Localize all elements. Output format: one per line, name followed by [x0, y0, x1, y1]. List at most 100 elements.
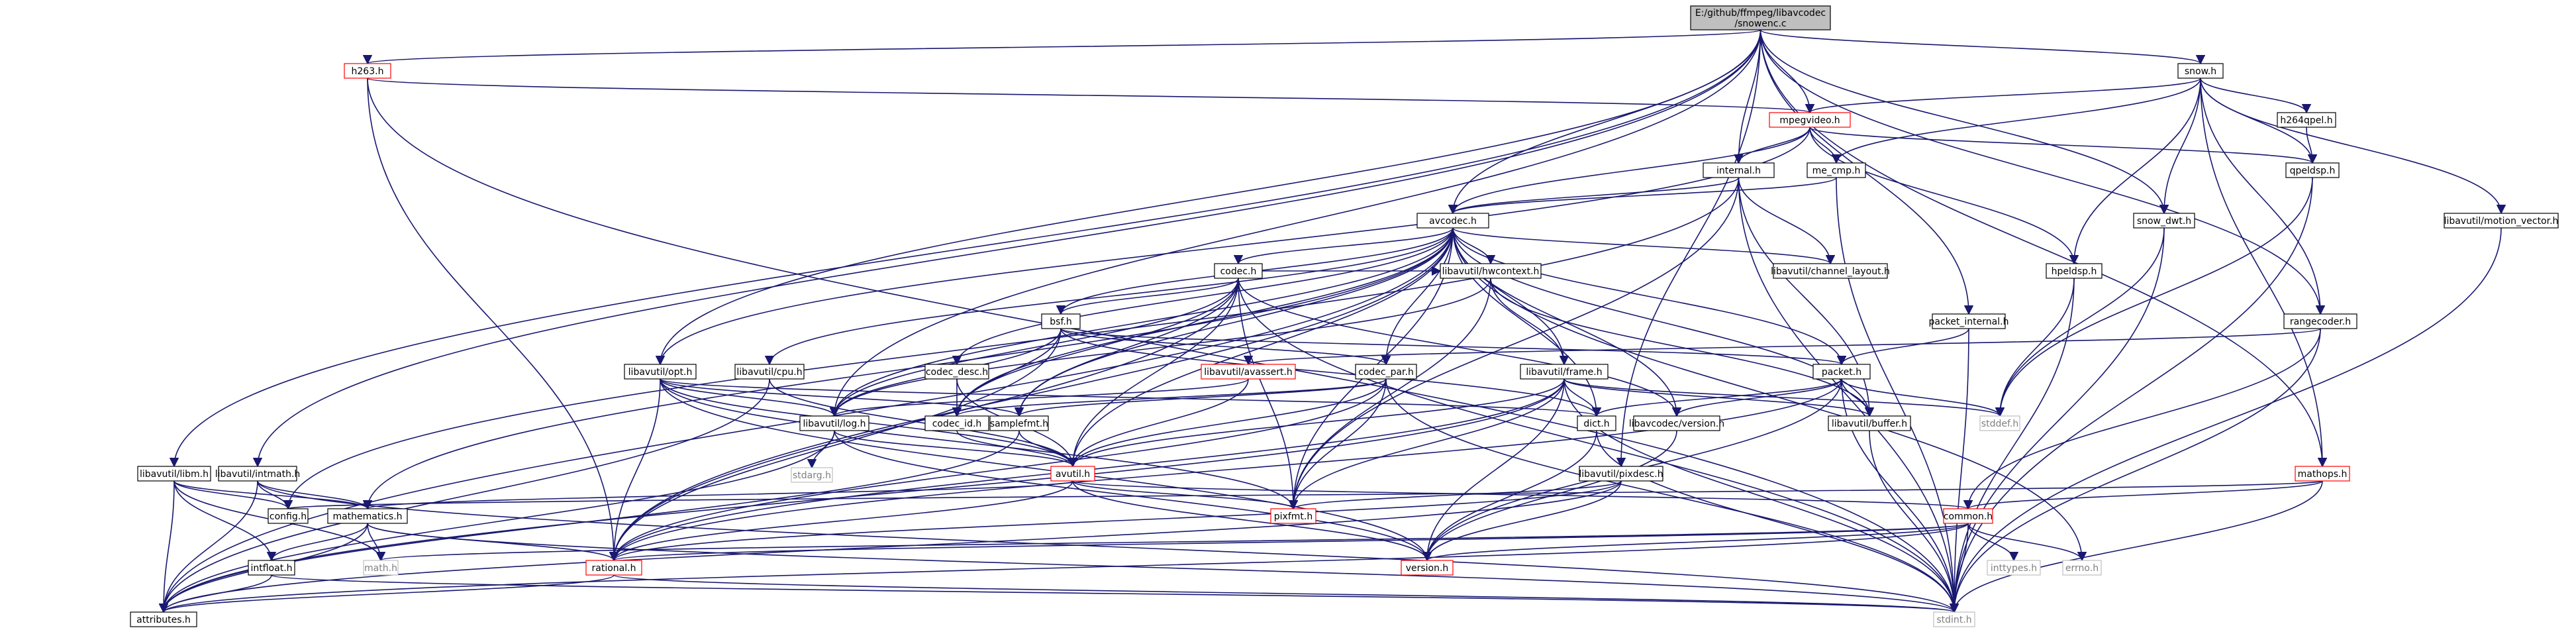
graph-node[interactable]: libavutil/libm.h	[137, 466, 211, 482]
include-edge-n5-n39	[362, 227, 1454, 510]
graph-node-label: libavutil/frame.h	[1526, 367, 1602, 378]
include-edge-n5-n13	[1233, 227, 1454, 265]
graph-node[interactable]: snow.h	[2177, 63, 2224, 79]
include-edge-n13-n49	[1238, 278, 1959, 613]
graph-node[interactable]: libavutil/hwcontext.h	[1440, 263, 1542, 279]
include-edge-n21-n35	[1067, 378, 1249, 468]
include-edge-n27-n35	[1018, 430, 1078, 468]
graph-node[interactable]: version.h	[1401, 560, 1454, 576]
include-edge-n7-n8	[2306, 127, 2318, 164]
graph-node-box	[344, 63, 391, 79]
graph-node[interactable]: intfloat.h	[248, 560, 295, 576]
graph-node[interactable]: h263.h	[344, 63, 391, 79]
include-edge-n6-n5	[1448, 177, 1837, 215]
graph-node[interactable]: libavutil/frame.h	[1520, 364, 1609, 380]
graph-node[interactable]: packet.h	[1812, 364, 1871, 380]
include-edge-n25-n35	[834, 430, 1078, 468]
graph-node[interactable]: mathops.h	[2295, 466, 2350, 482]
graph-node[interactable]: E:/github/ffmpeg/libavcodec/snowenc.c	[1690, 5, 1831, 30]
graph-node-box	[1214, 263, 1263, 279]
graph-node[interactable]: pixfmt.h	[1270, 508, 1316, 524]
graph-node-label: libavutil/intmath.h	[215, 469, 301, 480]
graph-node-label: mathops.h	[2298, 469, 2348, 480]
graph-node-label: packet.h	[1822, 367, 1861, 378]
include-edge-n44-n49	[613, 574, 1959, 613]
graph-node[interactable]: libavutil/buffer.h	[1828, 415, 1911, 431]
graph-node[interactable]: me_cmp.h	[1807, 162, 1866, 178]
include-edge-n22-n27	[1015, 378, 1387, 417]
graph-node-label: avutil.h	[1056, 469, 1090, 480]
graph-node[interactable]: mathematics.h	[327, 508, 408, 524]
graph-node-box	[2283, 313, 2357, 329]
graph-node[interactable]: libavcodec/version.h	[1629, 415, 1724, 431]
graph-node[interactable]: codec_desc.h	[924, 364, 989, 380]
include-edge-n25-n48	[158, 430, 835, 613]
graph-node[interactable]: codec_id.h	[924, 415, 989, 431]
graph-node-label: packet_internal.h	[1929, 317, 2009, 327]
include-edge-n23-n40	[1288, 378, 1565, 510]
include-edge-n9-n49	[1949, 227, 2502, 613]
graph-node[interactable]: internal.h	[1703, 162, 1775, 178]
graph-node[interactable]: rational.h	[585, 560, 642, 576]
graph-node-label: libavutil/log.h	[803, 419, 866, 429]
graph-node[interactable]: samplefmt.h	[989, 415, 1049, 431]
graph-node[interactable]: packet_internal.h	[1929, 313, 2009, 329]
include-edge-n30-n49	[1869, 430, 1959, 613]
include-edge-n18-n25	[660, 378, 840, 417]
graph-node-label: internal.h	[1716, 166, 1761, 176]
graph-node-label: dict.h	[1583, 419, 1609, 429]
graph-node[interactable]: codec.h	[1214, 263, 1263, 279]
include-edge-n24-n44	[609, 378, 1842, 562]
graph-node-box	[1201, 364, 1296, 380]
graph-node-box	[1050, 466, 1095, 482]
graph-node[interactable]: mpegvideo.h	[1769, 112, 1851, 128]
graph-node[interactable]: bsf.h	[1041, 313, 1081, 329]
graph-node[interactable]: libavutil/intmath.h	[215, 466, 301, 482]
include-edge-n18-n45	[660, 378, 1432, 562]
include-edge-n15-n24	[1060, 328, 1846, 366]
graph-node[interactable]: rangecoder.h	[2283, 313, 2357, 329]
graph-node-box	[1633, 415, 1720, 431]
include-edge-n16-n49	[1949, 328, 1969, 613]
graph-node[interactable]: libavutil/channel_layout.h	[1771, 263, 1890, 279]
graph-node-label: libavutil/pixdesc.h	[1579, 469, 1663, 480]
include-edge-n37-n41	[1963, 480, 2323, 510]
include-edge-n33-n49	[257, 480, 1959, 613]
graph-node-label: attributes.h	[136, 615, 191, 625]
include-edge-n3-n12	[2069, 78, 2201, 265]
graph-node-box	[1703, 162, 1775, 178]
graph-node[interactable]: codec_par.h	[1355, 364, 1417, 380]
include-edge-n41-n45	[1422, 523, 1969, 562]
graph-node[interactable]: config.h	[268, 508, 309, 524]
graph-node-label: codec_id.h	[932, 419, 982, 429]
graph-node[interactable]: avutil.h	[1050, 466, 1095, 482]
graph-node[interactable]: hpeldsp.h	[2046, 263, 2103, 279]
graph-node[interactable]: libavutil/motion_vector.h	[2444, 213, 2559, 229]
graph-node[interactable]: h264qpel.h	[2277, 112, 2336, 128]
graph-node[interactable]: snow_dwt.h	[2133, 213, 2195, 229]
graph-node[interactable]: libavutil/avassert.h	[1201, 364, 1296, 380]
include-edge-n37-n38	[284, 480, 2323, 510]
graph-node[interactable]: avcodec.h	[1416, 213, 1489, 229]
graph-node-box	[1416, 213, 1489, 229]
graph-node-box	[2285, 162, 2340, 178]
include-edge-n25-n45	[834, 430, 1432, 562]
graph-node[interactable]: common.h	[1943, 508, 1993, 524]
include-edge-n21-n25	[830, 378, 1249, 417]
include-edge-n22-n44	[609, 378, 1387, 562]
include-edge-n0-n1	[364, 29, 1761, 65]
include-edge-n5-n25	[829, 227, 1454, 417]
graph-node-label: avcodec.h	[1429, 216, 1477, 227]
graph-node[interactable]: libavutil/log.h	[799, 415, 869, 431]
graph-node[interactable]: libavutil/cpu.h	[734, 364, 805, 380]
include-edge-n0-n18	[655, 29, 1761, 366]
include-edge-n35-n45	[1072, 480, 1432, 562]
include-edge-n13-n35	[1067, 278, 1239, 468]
graph-node[interactable]: libavutil/opt.h	[624, 364, 697, 380]
include-edge-n0-n32	[169, 29, 1761, 468]
graph-node[interactable]: dict.h	[1577, 415, 1616, 431]
graph-node[interactable]: attributes.h	[130, 611, 197, 627]
graph-node[interactable]: qpeldsp.h	[2285, 162, 2340, 178]
graph-node-box	[2062, 560, 2102, 576]
graph-node[interactable]: libavutil/pixdesc.h	[1579, 466, 1663, 482]
